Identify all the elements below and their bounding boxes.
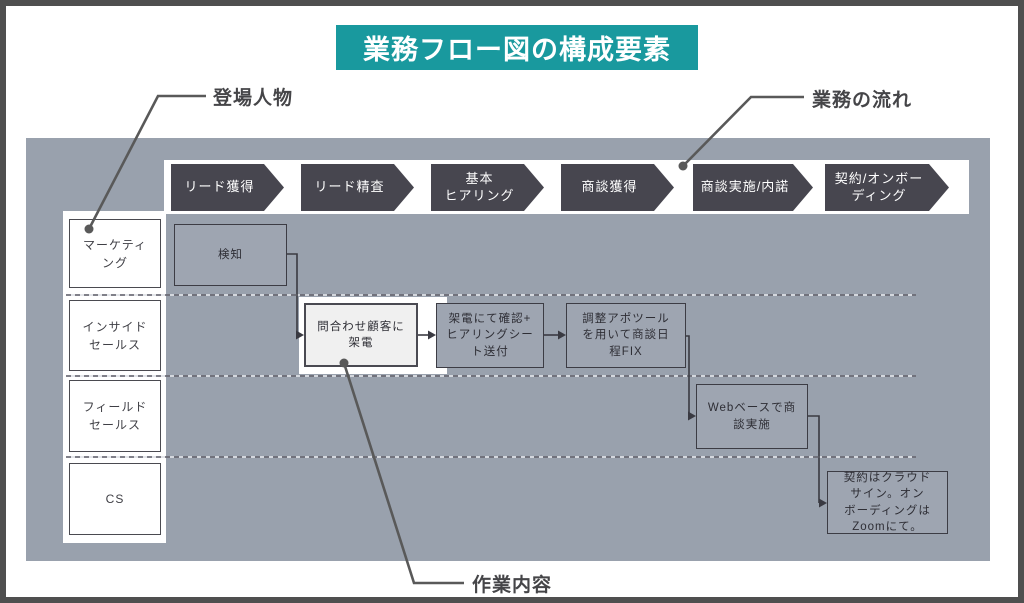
task-web-meeting: Webベースで商 談実施	[696, 384, 808, 449]
phase-chevron-lead-acquisition: リード獲得	[171, 164, 284, 211]
label-business-flow: 業務の流れ	[812, 90, 913, 111]
phase-chevron-basic-hearing: 基本 ヒアリング	[431, 164, 544, 211]
page-title: 業務フロー図の構成要素	[336, 25, 698, 70]
task-call-customer: 問合わせ顧客に 架電	[304, 303, 418, 367]
lane-divider-3	[66, 456, 916, 458]
lane-marketing: マーケティ ング	[69, 219, 161, 288]
phase-chevron-lead-screening: リード精査	[301, 164, 414, 211]
phase-chevron-deal-acquisition: 商談獲得	[561, 164, 674, 211]
task-contract-onboarding: 契約はクラウド サイン。オン ボーディングは Zoomにて。	[827, 471, 948, 534]
lane-cs: CS	[69, 463, 161, 535]
task-schedule-fix: 調整アポツール を用いて商談日 程FIX	[566, 303, 686, 368]
lane-inside-sales: インサイド セールス	[69, 300, 161, 371]
lane-divider-1	[66, 294, 916, 296]
lane-divider-2	[66, 375, 916, 377]
task-confirm-send-sheet: 架電にて確認+ ヒアリングシー ト送付	[436, 303, 544, 368]
lane-field-sales: フィールド セールス	[69, 380, 161, 452]
label-task-content: 作業内容	[472, 575, 553, 596]
label-actors: 登場人物	[213, 88, 294, 109]
phase-chevron-contract-onboarding: 契約/オンボー ディング	[825, 164, 949, 211]
task-detect: 検知	[174, 224, 287, 286]
phase-chevron-deal-execution: 商談実施/内諾	[693, 164, 813, 211]
